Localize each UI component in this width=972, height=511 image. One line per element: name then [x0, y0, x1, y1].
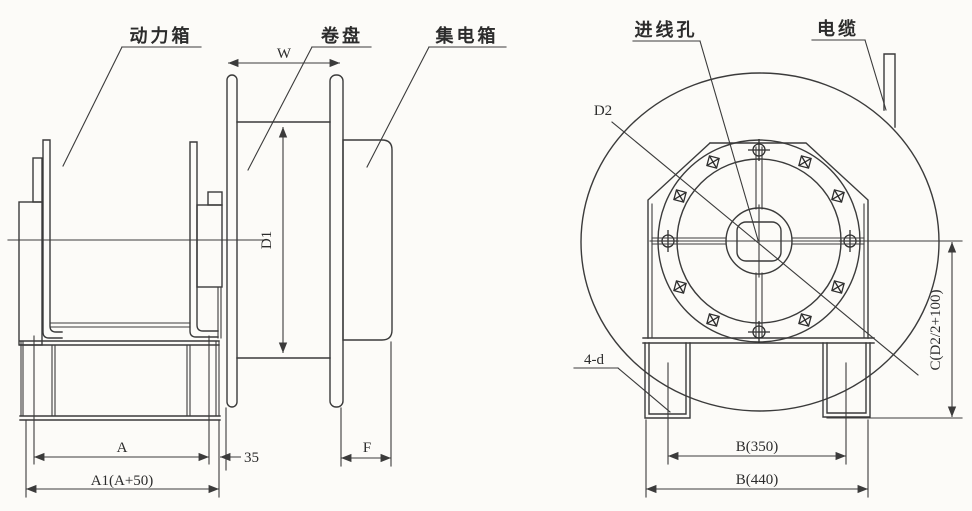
left-frame-plate	[42, 139, 63, 339]
dim-w-text: W	[277, 46, 292, 62]
bolt-square	[798, 155, 812, 169]
dim-b-inner: B(350)	[667, 362, 847, 465]
reel	[226, 74, 344, 408]
holes-label: 4-d	[584, 352, 604, 368]
dim-b-outer: B(440)	[645, 419, 869, 498]
right-frame-plate	[189, 141, 219, 338]
power-box-step	[32, 157, 43, 203]
base-upper-rail	[19, 340, 220, 346]
bolt-square	[831, 189, 845, 203]
dim-w: W	[228, 46, 340, 68]
spokes-vertical	[755, 146, 763, 337]
dim-d1: D1	[259, 126, 288, 353]
side-view: 动力箱 卷盘 集电箱	[7, 25, 507, 498]
dim-35: 35	[220, 407, 259, 471]
bolt-square	[831, 280, 845, 294]
dim-a-text: A	[117, 440, 128, 456]
dim-a1: A1(A+50)	[25, 419, 220, 498]
front-view-callouts: 进线孔 电缆 D2 4-d	[573, 18, 919, 413]
bearing-box	[196, 204, 223, 288]
bolt-cardinal-top	[748, 139, 770, 161]
cable-leader	[864, 39, 887, 111]
cable	[883, 53, 896, 128]
dim-c: C(D2/2+100)	[826, 242, 963, 419]
bolt-square	[706, 155, 720, 169]
base-posts	[20, 340, 220, 417]
reel-flange-left	[226, 74, 238, 408]
bolt-square	[673, 189, 687, 203]
bolt-square	[798, 313, 812, 327]
base-frame	[19, 340, 221, 421]
spokes-horizontal	[651, 237, 865, 245]
dim-b440-text: B(440)	[736, 472, 779, 488]
holes-leader	[617, 367, 671, 413]
dim-a: A	[33, 335, 210, 465]
bolt-square	[673, 280, 687, 294]
reel-flange-right	[329, 74, 344, 408]
power-box-leader	[62, 46, 123, 167]
bolt-square-group	[673, 155, 845, 327]
dim-d2-diagonal	[611, 121, 919, 376]
dim-a1-text: A1(A+50)	[91, 473, 154, 489]
dim-c-text: C(D2/2+100)	[928, 290, 944, 371]
frame-cross-member	[50, 322, 191, 328]
cable-entry-label: 进线孔	[635, 19, 698, 41]
bolt-square	[706, 313, 720, 327]
reel-label: 卷盘	[320, 25, 363, 47]
base-lower-rail	[19, 415, 221, 421]
bolt-cardinal-bottom	[748, 321, 770, 343]
bearing-support	[50, 141, 223, 339]
dim-b350-text: B(350)	[736, 439, 779, 455]
bearing-pedestal	[217, 286, 222, 339]
power-box-body	[18, 201, 43, 346]
mounting-plate	[642, 142, 875, 419]
bearing-box-step	[207, 191, 223, 206]
dim-35-text: 35	[244, 450, 259, 466]
dim-f: F	[340, 341, 392, 467]
dim-f-text: F	[363, 440, 371, 456]
front-view: 进线孔 电缆 D2 4-d	[573, 18, 963, 498]
collector-box	[342, 139, 393, 341]
dim-d1-text: D1	[259, 231, 275, 249]
power-box-label: 动力箱	[130, 25, 193, 47]
plate-inner-edges	[651, 203, 865, 339]
plate-outline	[647, 142, 869, 339]
cable-label: 电缆	[817, 18, 859, 40]
cable-entry-leader	[699, 40, 759, 241]
power-box	[18, 139, 63, 346]
dim-d2-text: D2	[594, 103, 612, 119]
collector-box-label: 集电箱	[435, 25, 499, 47]
collector-box-leader	[366, 46, 430, 168]
flange-outer-circle	[580, 72, 940, 412]
reel-leader	[247, 46, 313, 171]
side-view-callouts: 动力箱 卷盘 集电箱	[62, 25, 507, 171]
